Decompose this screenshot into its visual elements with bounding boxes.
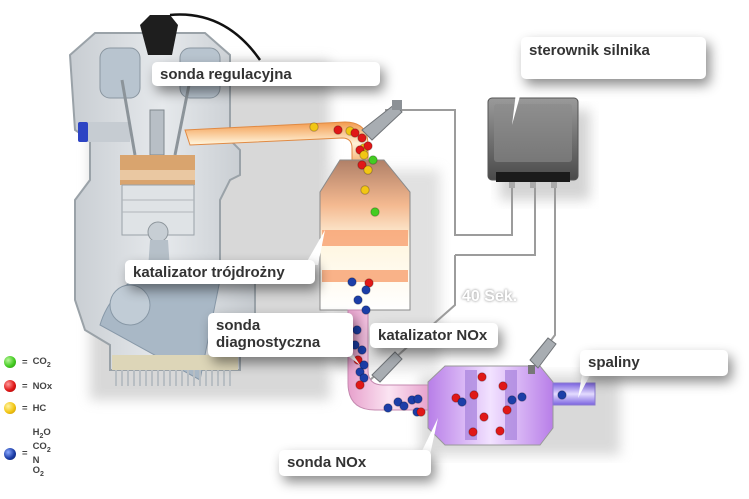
legend-label-nox: NOx — [32, 380, 53, 392]
engine-controller-unit — [487, 97, 579, 188]
nox-molecule — [502, 405, 512, 415]
clean-molecule — [361, 305, 371, 315]
nox-molecule — [350, 128, 360, 138]
nox-molecule — [469, 390, 479, 400]
nox-molecule — [363, 141, 373, 151]
hc-molecule — [363, 165, 373, 175]
legend-clean-gases-list: H2O CO2 N O2 — [33, 428, 51, 480]
nox-ball-icon — [4, 380, 16, 392]
nox-molecule — [495, 426, 505, 436]
legend-eq: = — [22, 356, 28, 368]
legend-n: N — [32, 454, 40, 466]
clean-molecule — [352, 325, 362, 335]
nox-molecule — [416, 407, 426, 417]
nox-molecule — [451, 393, 461, 403]
clean-molecule — [359, 373, 369, 383]
diagnostic-probe — [371, 351, 403, 383]
clean-molecule — [413, 394, 423, 404]
legend-h2o: H2O — [32, 427, 51, 440]
tail-pipe — [552, 382, 596, 406]
label-three-way-catalyst: katalizator trójdrożny — [125, 260, 315, 284]
nox-molecule — [477, 372, 487, 382]
hc-molecule — [360, 185, 370, 195]
clean-gas-ball-icon — [4, 447, 16, 460]
legend-eq: = — [22, 402, 28, 414]
label-exhaust: spaliny — [580, 350, 728, 376]
clean-molecule — [507, 395, 517, 405]
label-nox-catalyst: katalizator NOx — [370, 323, 498, 348]
legend-item-co2: = CO2 — [4, 356, 51, 369]
three-way-catalyst — [319, 159, 411, 311]
nox-probe — [528, 337, 557, 374]
nox-molecule — [357, 133, 367, 143]
nox-molecule — [479, 412, 489, 422]
label-lambda-probe: sonda regulacyjna — [152, 62, 380, 86]
hc-molecule — [309, 122, 319, 132]
co2-ball-icon — [4, 356, 16, 369]
label-diagnostic-probe-line2: diagnostyczna — [216, 334, 321, 351]
legend-label-co2: CO2 — [32, 356, 51, 369]
clean-molecule — [361, 285, 371, 295]
hc-molecule — [359, 150, 369, 160]
clean-molecule — [457, 397, 467, 407]
nox-catalyst — [427, 365, 554, 446]
legend-item-nox: = NOx — [4, 380, 52, 392]
legend-co2: CO2 — [32, 440, 51, 454]
engine-block — [68, 13, 262, 386]
nox-molecule — [357, 160, 367, 170]
label-diagnostic-probe-line1: sonda — [216, 317, 261, 334]
co2-molecule — [370, 207, 380, 217]
ignition-coil — [140, 15, 178, 55]
clean-molecule — [399, 401, 409, 411]
nox-molecule — [355, 380, 365, 390]
legend-eq: = — [22, 448, 28, 460]
clean-molecule — [557, 390, 567, 400]
nox-molecule — [468, 427, 478, 437]
co2-molecule — [368, 155, 378, 165]
label-nox-probe: sonda NOx — [279, 450, 431, 476]
clean-molecule — [347, 277, 357, 287]
clean-molecule — [357, 345, 367, 355]
timer-readout: 40 Sek. — [462, 288, 518, 305]
label-diagnostic-probe: sonda diagnostyczna — [208, 313, 353, 357]
clean-molecule — [517, 392, 527, 402]
nox-molecule — [333, 125, 343, 135]
legend-eq: = — [22, 380, 28, 392]
clean-molecule — [383, 403, 393, 413]
clean-molecule — [353, 295, 363, 305]
intake-port-icon — [78, 122, 88, 142]
legend-o2: O2 — [32, 464, 44, 478]
legend-item-clean-gases: = H2O CO2 N O2 — [4, 428, 51, 480]
lambda-probe — [361, 100, 403, 141]
legend-item-hc: = HC — [4, 402, 46, 414]
label-engine-controller: sterownik silnika — [521, 37, 706, 79]
clean-molecule — [355, 367, 365, 377]
clean-molecule — [393, 397, 403, 407]
nox-molecule — [498, 381, 508, 391]
clean-molecule — [359, 360, 369, 370]
legend-label-hc: HC — [32, 402, 47, 414]
hc-ball-icon — [4, 402, 16, 414]
gas-molecules — [309, 122, 567, 437]
